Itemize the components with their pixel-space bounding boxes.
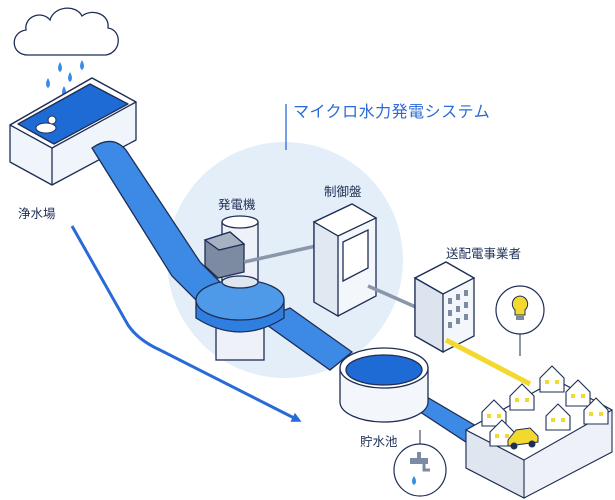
system-title: マイクロ水力発電システム xyxy=(293,102,491,121)
cloud-icon xyxy=(13,7,119,56)
generator-label: 発電機 xyxy=(218,197,256,212)
control-panel-unit xyxy=(312,203,378,318)
building-icon xyxy=(413,261,476,354)
generator-unit xyxy=(195,215,285,361)
water-plant-label: 浄水場 xyxy=(18,206,56,221)
reservoir xyxy=(339,347,429,423)
utility-label: 送配電事業者 xyxy=(446,246,522,261)
reservoir-label: 貯水池 xyxy=(360,434,398,449)
lightbulb-icon xyxy=(495,285,545,356)
house-icon xyxy=(481,365,609,447)
faucet-icon xyxy=(393,430,447,497)
control-panel-label: 制御盤 xyxy=(324,184,362,199)
generator-control-cable xyxy=(243,244,317,264)
power-line xyxy=(444,337,532,387)
car-icon xyxy=(507,427,539,450)
duck-icon xyxy=(35,115,57,134)
control-utility-cable xyxy=(367,284,419,310)
raindrop-icon xyxy=(46,60,84,96)
town xyxy=(464,365,614,499)
flow-arrow xyxy=(70,225,302,422)
